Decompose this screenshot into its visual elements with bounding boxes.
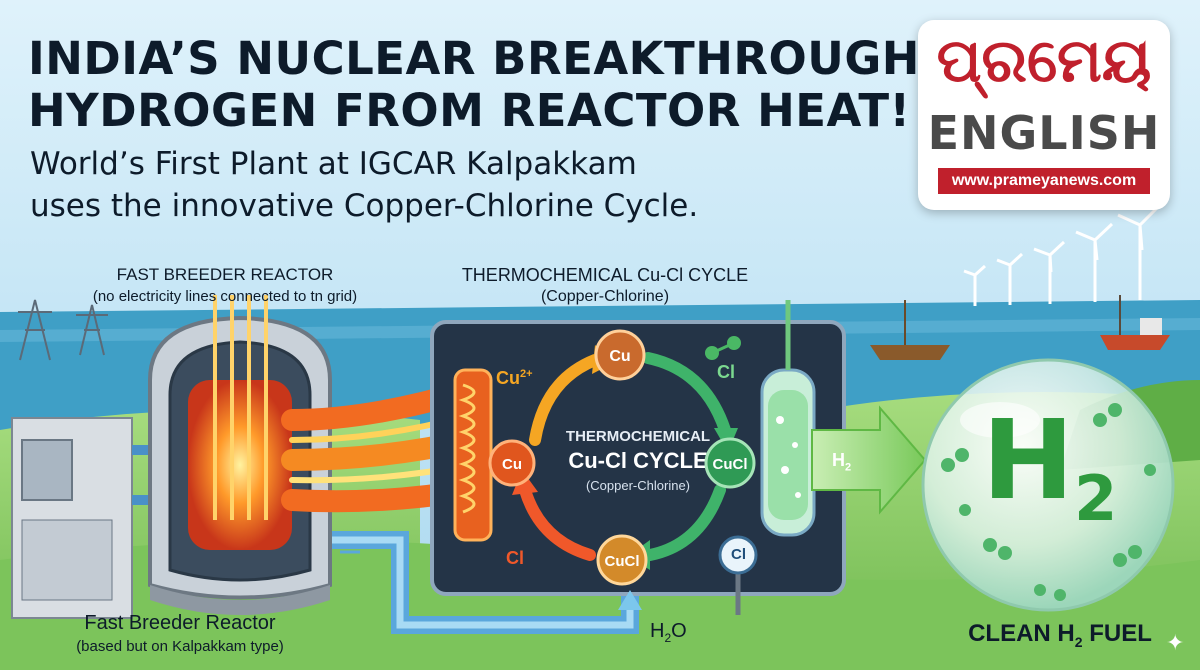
- h2-bubble-text: H2: [982, 396, 1118, 535]
- cu-top-node-label: Cu: [609, 348, 630, 365]
- water-inlet-arrow: [618, 590, 642, 610]
- cu2-label: Cu2+: [496, 368, 533, 388]
- cl-bottom-label: Cl: [506, 548, 524, 568]
- cl-gauge-label: Cl: [731, 546, 746, 563]
- chlorine-gauge: [718, 535, 758, 615]
- headline-line-2: HYDROGEN FROM REACTOR HEAT!: [28, 84, 911, 137]
- h2o-label: H2O: [650, 620, 687, 645]
- cycle-arrows: [519, 352, 731, 561]
- logo-odia-text: ପ୍ରମେୟ: [936, 26, 1152, 96]
- cycle-center-line-2: Cu-Cl CYCLE: [568, 448, 708, 473]
- cycle-center-line-3: (Copper-Chlorine): [585, 478, 691, 493]
- power-pylons: [18, 299, 108, 361]
- control-rods: [213, 295, 268, 520]
- wind-turbines: [963, 203, 1162, 306]
- headline-line-1: INDIA’S NUCLEAR BREAKTHROUGH:: [28, 32, 939, 85]
- cu-left-node: Cu: [488, 439, 536, 487]
- cycle-top-label: THERMOCHEMICAL Cu-Cl CYCLE: [461, 265, 749, 285]
- cucl-right-node-label: CuCl: [713, 456, 748, 473]
- reactor-bottom-note: (based but on Kalpakkam type): [76, 638, 284, 655]
- logo-english-text: ENGLISH: [927, 106, 1161, 160]
- cu-top-node: Cu: [594, 329, 646, 381]
- cycle-center-line-1: THERMOCHEMICAL: [565, 428, 711, 445]
- reactor-top-note: (no electricity lines connected to tn gr…: [92, 288, 358, 305]
- subheadline-line-1: World’s First Plant at IGCAR Kalpakkam: [30, 146, 637, 182]
- pramey-english-logo[interactable]: ପ୍ରମେୟ ENGLISH www.prameyanews.com: [918, 20, 1170, 210]
- cucl-bottom-node-label: CuCl: [605, 553, 640, 570]
- reactor-vessel: [148, 295, 332, 615]
- hydrogen-molecules: [941, 403, 1156, 601]
- hydrogen-flow-arrow: [811, 405, 927, 515]
- clean-h2-fuel-label: CLEAN H2 FUEL: [968, 620, 1152, 650]
- reactor-top-label: FAST BREEDER REACTOR: [116, 265, 334, 284]
- subheadline-line-2: uses the innovative Copper-Chlorine Cycl…: [30, 188, 699, 224]
- cl-top-label: Cl: [717, 362, 735, 382]
- control-cabinet: [11, 417, 133, 619]
- fishing-boats: [870, 295, 1170, 360]
- reactor-bottom-label: Fast Breeder Reactor: [84, 612, 276, 634]
- chlorine-molecule-icon: [705, 336, 741, 360]
- cycle-top-note: (Copper-Chlorine): [540, 288, 670, 305]
- cucl-right-node: CuCl: [704, 437, 756, 489]
- cu-left-node-label: Cu: [502, 456, 522, 473]
- cucl-bottom-node: CuCl: [596, 534, 648, 586]
- sparkle-icon: ✦: [1166, 630, 1185, 655]
- h2-arrow-label: H2: [832, 450, 852, 474]
- logo-url[interactable]: www.prameyanews.com: [938, 168, 1150, 194]
